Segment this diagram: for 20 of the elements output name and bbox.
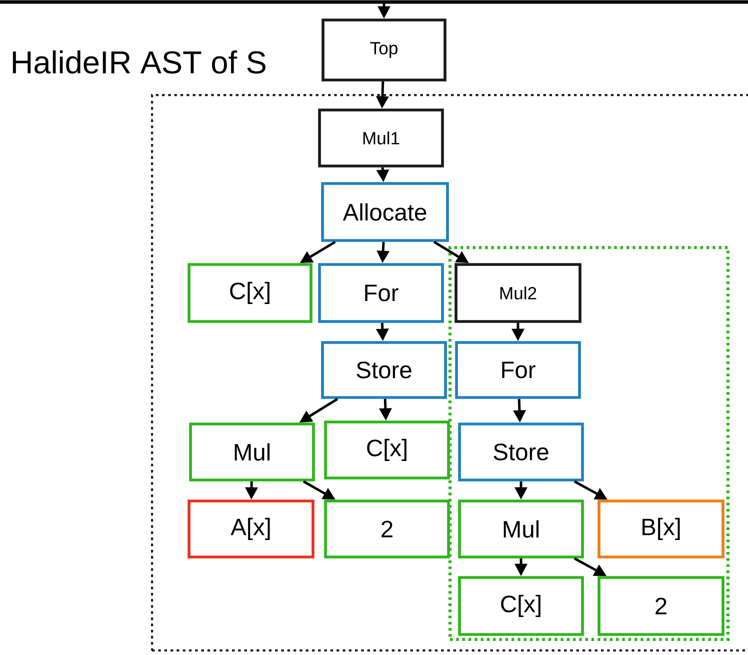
ast-node-box: Mul [458, 500, 584, 558]
ast-node-box: Mul2 [454, 263, 582, 323]
ast-node-box: C[x] [324, 420, 450, 480]
ast-node-box: C[x] [188, 263, 312, 323]
ast-node-box: Store [458, 422, 584, 482]
ast-node-box: C[x] [458, 576, 584, 636]
ast-node-box: Mul [189, 422, 315, 482]
ast-node-box: Store [321, 341, 447, 399]
ast-node-box: Allocate [321, 182, 449, 242]
dotted-group-frame [448, 246, 730, 642]
ast-node-box: For [318, 263, 444, 323]
ast-node-box: 2 [598, 576, 724, 636]
ast-node-box: For [455, 341, 581, 399]
ast-node-box: Top [322, 18, 446, 82]
ast-node-box: Mul1 [318, 108, 444, 168]
dotted-group-frame [151, 94, 748, 652]
ast-node-box: B[x] [598, 500, 724, 558]
ast-node-box: 2 [324, 500, 450, 558]
diagram-label: HalideIR AST of S [12, 50, 266, 74]
ast-node-box: A[x] [188, 500, 314, 558]
